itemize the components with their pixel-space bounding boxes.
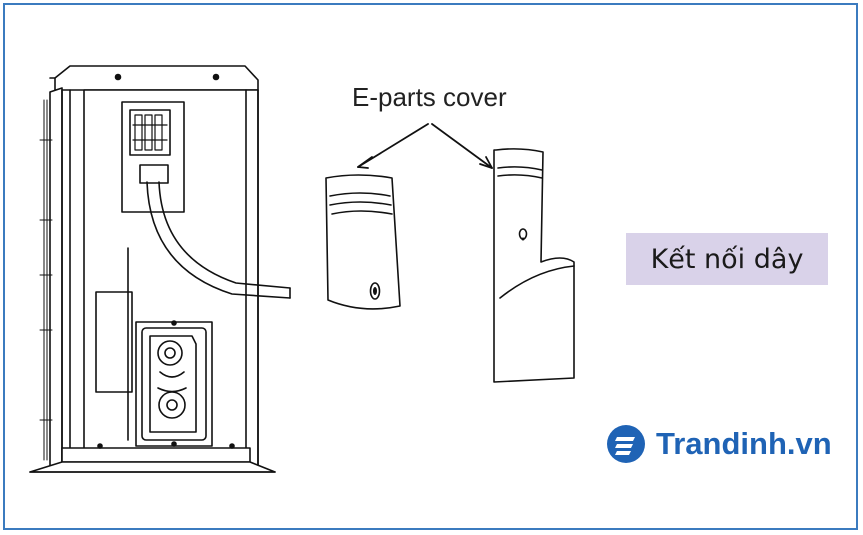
brand-logo: Trandinh.vn (606, 424, 832, 464)
brand-name: Trandinh.vn (656, 426, 832, 461)
connection-label: Kết nối dây (626, 233, 828, 285)
e-parts-cover-side (493, 148, 575, 383)
e-parts-cover-front (325, 174, 401, 310)
callout-arrows (357, 123, 493, 169)
image-frame (3, 3, 858, 530)
power-cable (146, 181, 291, 299)
trandinh-logo-icon (607, 425, 645, 463)
outdoor-unit (29, 65, 276, 473)
e-parts-cover-label: E-parts cover (352, 82, 507, 112)
